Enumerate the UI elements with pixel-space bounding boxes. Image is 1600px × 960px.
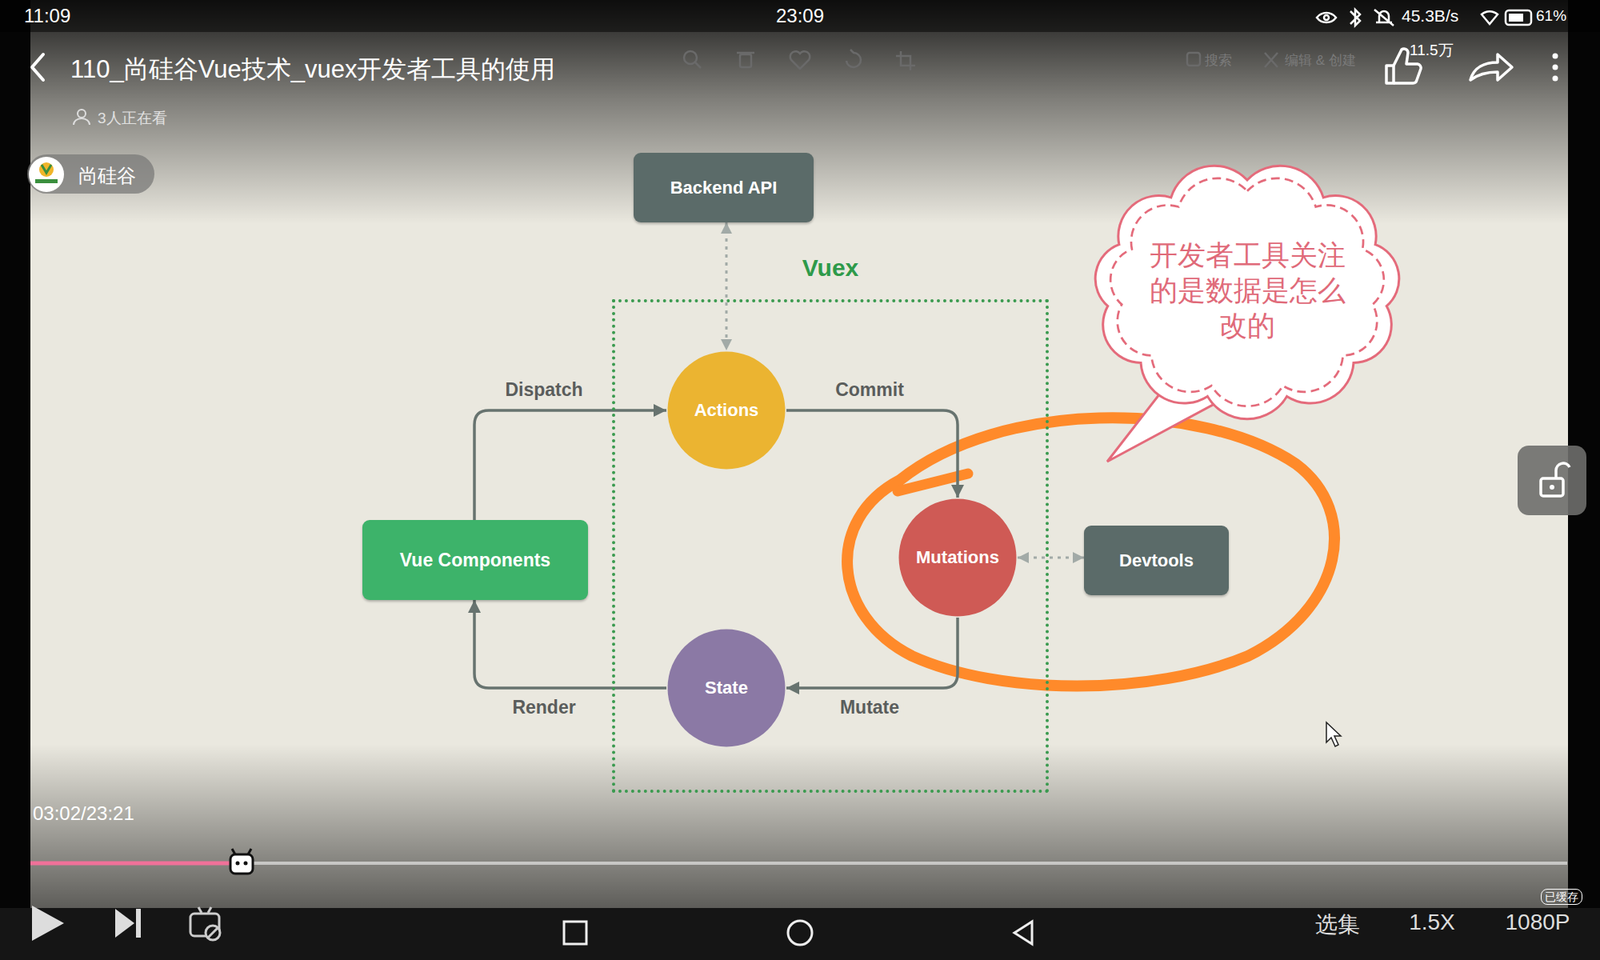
edge-label: Commit [830, 378, 909, 402]
status-time: 11:09 [24, 4, 71, 28]
vuex-region: VuexActionsMutationsState [612, 299, 1049, 793]
callout-text: 开发者工具关注的是数据是怎么改的 [1147, 237, 1348, 343]
mutations-circle: Mutations [897, 497, 1018, 618]
edge-label: Mutate [835, 696, 904, 720]
quality-button: 1080P [1505, 909, 1571, 936]
uploader-name: 尚硅谷 [78, 163, 136, 189]
speed-button: 1.5X [1408, 909, 1456, 936]
cloud-shape [1071, 152, 1424, 465]
node-text: Actions [694, 400, 760, 421]
cloud-inner [1110, 178, 1384, 407]
flow-arrow [786, 617, 958, 688]
actions-circle: Actions [666, 350, 787, 471]
circle-fill [899, 499, 1017, 617]
cached-badge: 已缓存 [1540, 888, 1583, 905]
region-heading: Vuex [615, 254, 1046, 282]
episode-button: 选集 [1315, 909, 1360, 940]
circle-fill [668, 629, 786, 748]
viewer-count: 3人正在看 [97, 108, 168, 129]
video-title: 110_尚硅谷Vue技术_vuex开发者工具的使用 [70, 52, 556, 87]
toolbar-edit: 编辑 & 创建 [1284, 51, 1356, 70]
state-circle: State [666, 628, 787, 748]
component-box: Vue Components [362, 520, 588, 600]
like-count: 11.5万 [1409, 40, 1454, 61]
dotted-connector [1017, 556, 1084, 560]
devtools-box: Devtools [1084, 525, 1229, 596]
play-time: 03:02/23:21 [32, 802, 135, 825]
api-box: Backend API [633, 152, 814, 223]
node-text: State [704, 677, 748, 699]
edge-label: Render [507, 696, 580, 720]
flow-arrow [474, 410, 667, 520]
circle-fill [668, 352, 786, 470]
node-text: Backend API [670, 177, 778, 199]
flow-arrow [474, 600, 667, 688]
cloud-outline [1095, 165, 1400, 420]
battery-level: 61% [1536, 7, 1567, 25]
toolbar-search: 搜索 [1204, 51, 1232, 70]
network-speed: 45.3B/s [1401, 6, 1459, 26]
flow-arrow [786, 410, 958, 498]
edge-label: Dispatch [500, 378, 588, 402]
node-text: Mutations [916, 547, 1000, 568]
cloud-dash [1110, 178, 1384, 407]
status-clock: 23:09 [776, 4, 824, 28]
callout-cloud: 开发者工具关注的是数据是怎么改的 [1071, 152, 1424, 465]
dotted-connector [725, 222, 728, 351]
node-text: Vue Components [400, 549, 551, 572]
node-text: Devtools [1119, 550, 1194, 572]
